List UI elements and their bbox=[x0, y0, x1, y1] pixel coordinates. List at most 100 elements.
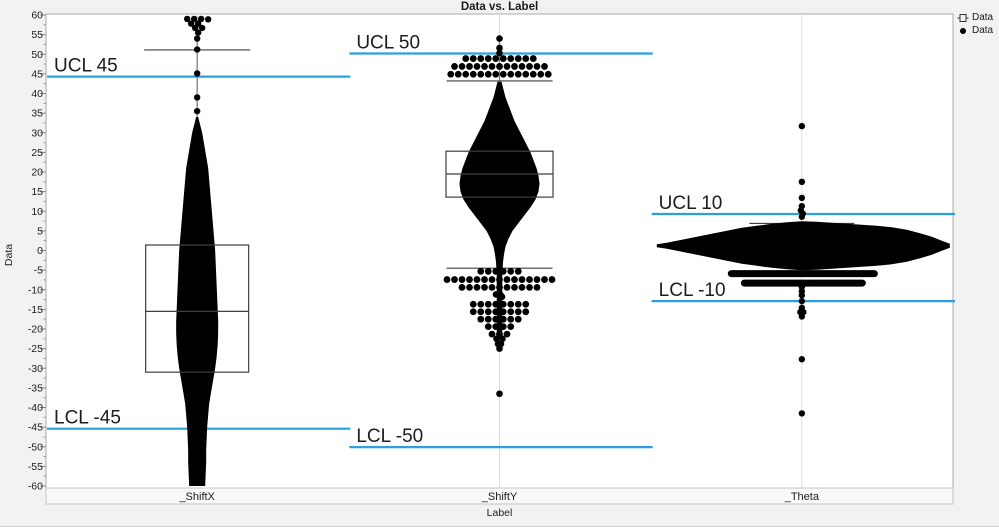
shifty-point[interactable] bbox=[481, 63, 488, 70]
shifty-point[interactable] bbox=[492, 315, 500, 323]
shifty-point[interactable] bbox=[492, 267, 500, 275]
shifty-point[interactable] bbox=[526, 283, 533, 291]
shifty-point[interactable] bbox=[484, 323, 492, 331]
shifty-point[interactable] bbox=[484, 315, 492, 323]
shifty-point[interactable] bbox=[507, 70, 515, 78]
shifty-point[interactable] bbox=[496, 345, 503, 352]
shiftx-violin[interactable] bbox=[176, 117, 219, 487]
shifty-point[interactable] bbox=[466, 276, 473, 283]
shifty-point[interactable] bbox=[496, 283, 503, 291]
shifty-point[interactable] bbox=[488, 63, 496, 70]
shifty-point[interactable] bbox=[518, 276, 526, 283]
theta-violin[interactable] bbox=[656, 221, 950, 271]
shifty-point[interactable] bbox=[511, 63, 518, 70]
shifty-point[interactable] bbox=[503, 330, 511, 338]
shifty-point[interactable] bbox=[511, 276, 518, 283]
shifty-point[interactable] bbox=[507, 308, 515, 316]
shifty-point[interactable] bbox=[541, 63, 548, 70]
shifty-point[interactable] bbox=[496, 63, 503, 70]
shifty-violin[interactable] bbox=[459, 81, 540, 271]
shifty-point[interactable] bbox=[514, 308, 522, 316]
shifty-point[interactable] bbox=[503, 63, 511, 70]
shifty-point[interactable] bbox=[473, 276, 481, 283]
shifty-point[interactable] bbox=[481, 283, 488, 291]
shifty-point[interactable] bbox=[477, 70, 485, 78]
shifty-point[interactable] bbox=[499, 315, 507, 323]
shifty-point[interactable] bbox=[496, 44, 503, 52]
shifty-point[interactable] bbox=[537, 70, 545, 78]
shifty-point[interactable] bbox=[469, 70, 477, 78]
shifty-point[interactable] bbox=[514, 315, 522, 323]
shifty-point[interactable] bbox=[458, 276, 466, 283]
shifty-point[interactable] bbox=[511, 283, 518, 291]
shifty-point[interactable] bbox=[473, 63, 481, 70]
shifty-point[interactable] bbox=[451, 276, 458, 283]
theta-point[interactable] bbox=[798, 292, 806, 299]
shifty-point[interactable] bbox=[499, 300, 507, 308]
shifty-point[interactable] bbox=[469, 55, 477, 62]
shifty-point[interactable] bbox=[488, 283, 496, 291]
shifty-point[interactable] bbox=[499, 335, 506, 343]
shifty-point[interactable] bbox=[484, 70, 492, 78]
shifty-point[interactable] bbox=[488, 330, 496, 338]
shifty-point[interactable] bbox=[458, 63, 466, 70]
shiftx-point[interactable] bbox=[197, 15, 205, 23]
shifty-point[interactable] bbox=[443, 276, 451, 283]
shifty-point[interactable] bbox=[518, 63, 526, 70]
shiftx-point[interactable] bbox=[187, 20, 195, 27]
theta-point[interactable] bbox=[798, 213, 806, 220]
shiftx-point[interactable] bbox=[193, 94, 201, 101]
shiftx-point[interactable] bbox=[198, 24, 206, 32]
shifty-point[interactable] bbox=[533, 63, 541, 70]
shifty-point[interactable] bbox=[498, 293, 506, 301]
shifty-point[interactable] bbox=[533, 283, 541, 291]
shifty-point[interactable] bbox=[522, 70, 530, 78]
shifty-point[interactable] bbox=[466, 63, 473, 70]
shifty-point[interactable] bbox=[492, 55, 500, 62]
shiftx-point[interactable] bbox=[193, 46, 201, 53]
shifty-point[interactable] bbox=[492, 70, 500, 78]
shifty-point[interactable] bbox=[477, 308, 485, 316]
shifty-point[interactable] bbox=[514, 267, 522, 275]
theta-point[interactable] bbox=[798, 297, 806, 305]
shifty-point[interactable] bbox=[492, 300, 500, 308]
shifty-point[interactable] bbox=[544, 70, 552, 78]
shifty-point[interactable] bbox=[454, 70, 462, 78]
shifty-point[interactable] bbox=[447, 70, 455, 78]
shiftx-point[interactable] bbox=[191, 24, 199, 32]
shifty-point[interactable] bbox=[466, 283, 473, 291]
theta-dot-row-0[interactable] bbox=[727, 270, 878, 278]
x-category-label-0[interactable]: _ShiftX bbox=[178, 491, 215, 503]
x-axis-title[interactable]: Label bbox=[487, 507, 513, 519]
shifty-point[interactable] bbox=[496, 390, 503, 398]
shifty-point[interactable] bbox=[518, 283, 526, 291]
theta-point[interactable] bbox=[798, 356, 806, 363]
shifty-point[interactable] bbox=[503, 283, 511, 291]
shifty-point[interactable] bbox=[481, 276, 488, 283]
shifty-point[interactable] bbox=[507, 315, 515, 323]
shifty-point[interactable] bbox=[473, 283, 481, 291]
shifty-point[interactable] bbox=[462, 55, 470, 62]
shifty-point[interactable] bbox=[522, 300, 530, 308]
shifty-point[interactable] bbox=[496, 35, 503, 42]
shifty-point[interactable] bbox=[469, 300, 477, 308]
shifty-point[interactable] bbox=[522, 55, 530, 62]
shifty-point[interactable] bbox=[499, 267, 507, 275]
shifty-point[interactable] bbox=[484, 300, 492, 308]
shifty-point[interactable] bbox=[484, 267, 492, 275]
shifty-point[interactable] bbox=[514, 70, 522, 78]
shifty-point[interactable] bbox=[514, 300, 522, 308]
shifty-point[interactable] bbox=[507, 267, 515, 275]
shifty-point[interactable] bbox=[499, 55, 507, 62]
shifty-point[interactable] bbox=[529, 55, 537, 62]
shifty-point[interactable] bbox=[484, 308, 492, 316]
shifty-point[interactable] bbox=[503, 276, 511, 283]
shiftx-point[interactable] bbox=[193, 107, 201, 115]
legend-item-points[interactable]: Data bbox=[957, 25, 999, 37]
theta-point[interactable] bbox=[798, 410, 806, 417]
shifty-point[interactable] bbox=[496, 276, 503, 283]
shifty-point[interactable] bbox=[462, 70, 470, 78]
shifty-point[interactable] bbox=[477, 315, 485, 323]
shifty-point[interactable] bbox=[492, 323, 500, 331]
